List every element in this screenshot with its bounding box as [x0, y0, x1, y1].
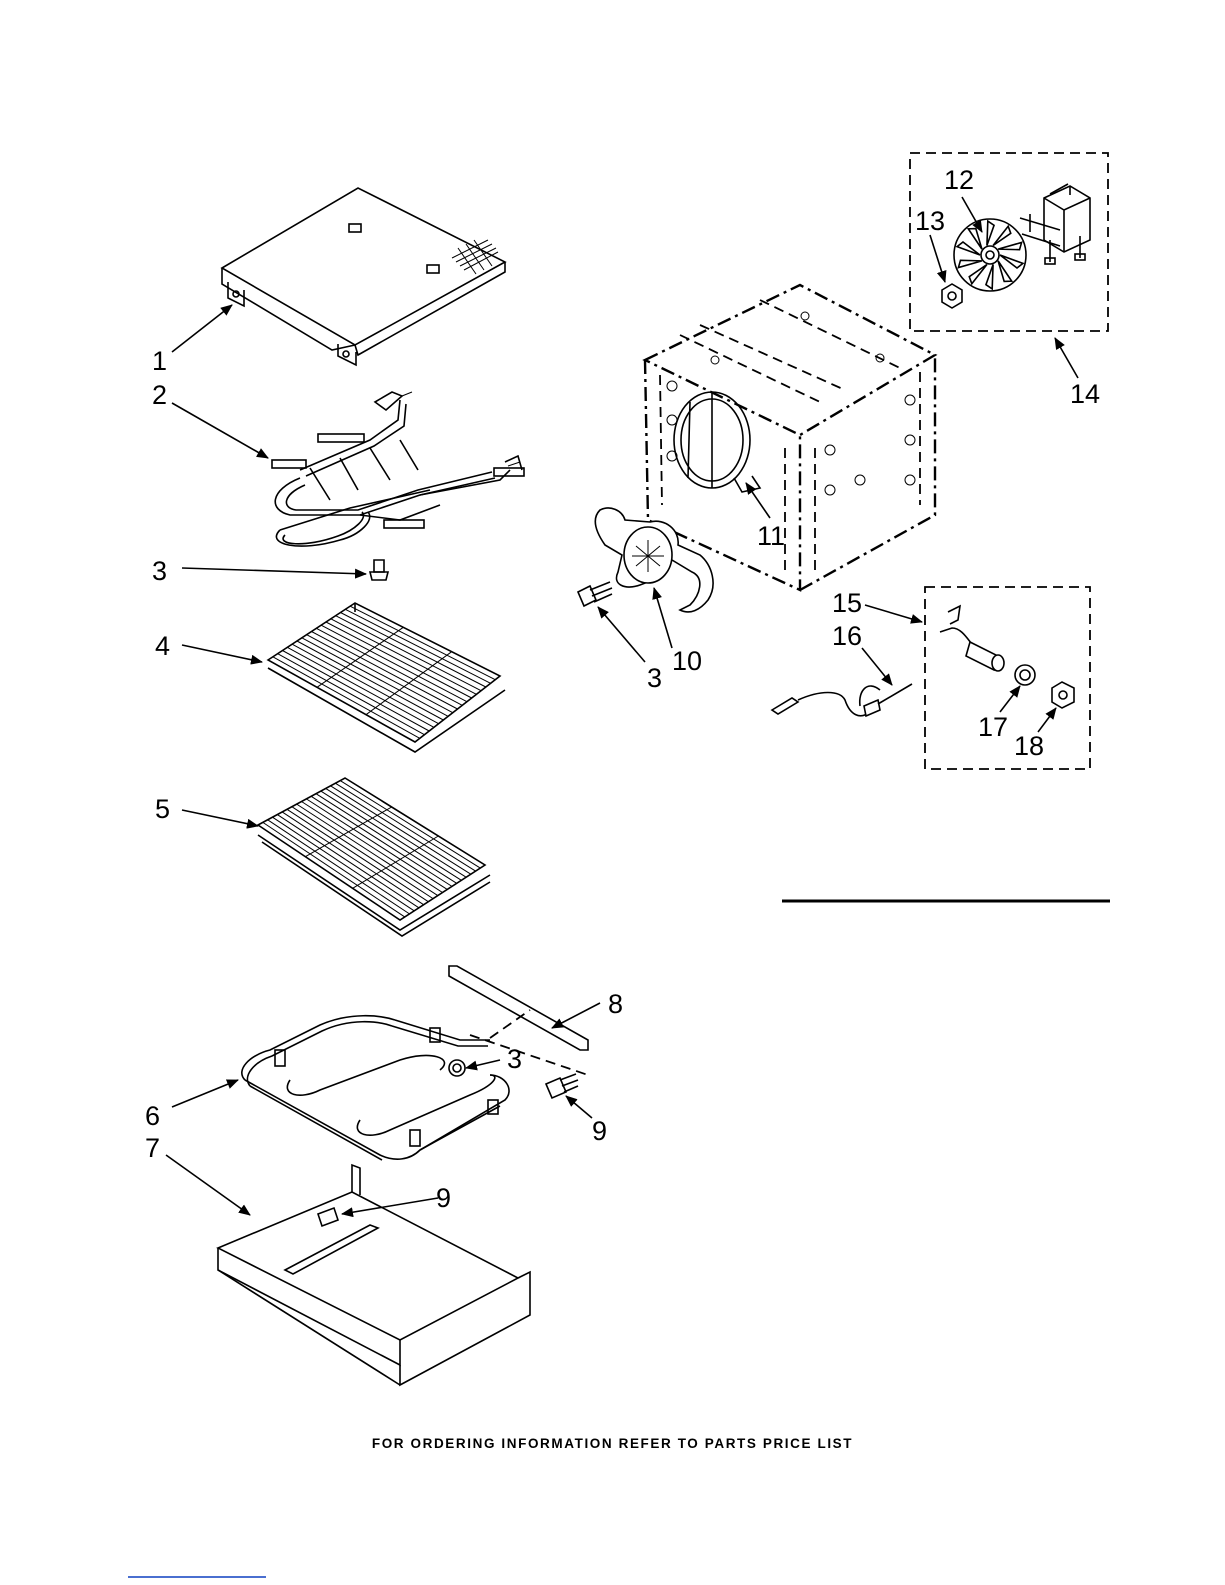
- callout-4: 4: [155, 631, 170, 661]
- broil-element-icon: [272, 392, 524, 546]
- bottom-cover-icon: [218, 1165, 530, 1385]
- convection-element-icon: [674, 392, 760, 492]
- callout-9: 9: [436, 1183, 451, 1213]
- callout-14: 14: [1070, 379, 1100, 409]
- screw-icon: [578, 582, 612, 606]
- callout-5: 5: [155, 794, 170, 824]
- callout-9: 9: [592, 1116, 607, 1146]
- screw-icon: [370, 560, 388, 580]
- oven-rack-icon: [268, 603, 505, 752]
- callout-18: 18: [1014, 731, 1044, 761]
- bake-element-icon: [242, 1016, 509, 1160]
- meat-probe-icon: [772, 684, 912, 716]
- callout-7: 7: [145, 1133, 160, 1163]
- screw-icon: [449, 1060, 465, 1076]
- link-underline[interactable]: [128, 1576, 266, 1578]
- callout-12: 12: [944, 165, 974, 195]
- callout-16: 16: [832, 621, 862, 651]
- ordering-note: FOR ORDERING INFORMATION REFER TO PARTS …: [0, 1436, 1225, 1451]
- callout-3: 3: [507, 1044, 522, 1074]
- callout-arrows: [166, 197, 1078, 1215]
- callout-1: 1: [152, 346, 167, 376]
- callout-3: 3: [647, 663, 662, 693]
- nut-icon: [1052, 682, 1074, 708]
- top-panel-icon: [222, 188, 505, 365]
- callout-13: 13: [915, 206, 945, 236]
- fan-blade-icon: [954, 219, 1026, 291]
- callout-10: 10: [672, 646, 702, 676]
- nut-icon: [942, 284, 962, 308]
- callout-6: 6: [145, 1101, 160, 1131]
- washer-icon: [1015, 665, 1035, 685]
- screw-icon: [546, 1074, 578, 1098]
- callout-2: 2: [152, 380, 167, 410]
- callout-8: 8: [608, 989, 623, 1019]
- baffle-icon: [595, 508, 713, 612]
- callout-3: 3: [152, 556, 167, 586]
- callout-15: 15: [832, 588, 862, 618]
- sensor-icon: [940, 606, 1004, 671]
- sliding-rack-icon: [258, 778, 490, 936]
- convection-motor-icon: [1020, 184, 1090, 264]
- callout-11: 11: [757, 521, 785, 551]
- callout-17: 17: [978, 712, 1008, 742]
